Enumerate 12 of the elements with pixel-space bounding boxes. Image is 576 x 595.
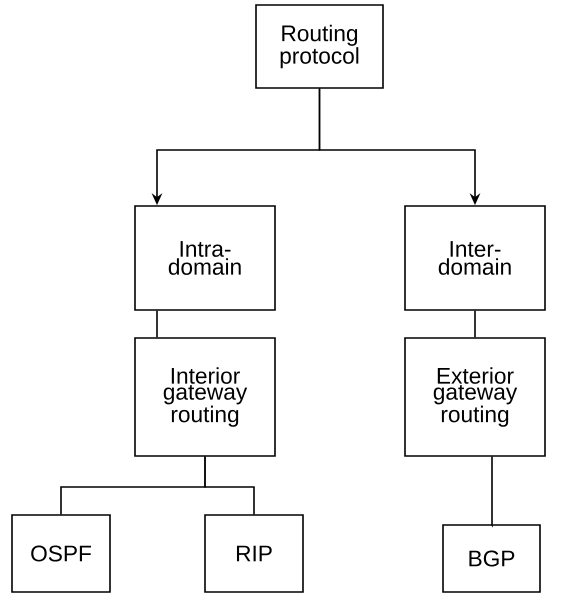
connector <box>204 456 255 514</box>
process-box: Interior gateway routing <box>134 337 276 457</box>
process-box: BGP <box>442 524 541 593</box>
process-box: OSPF <box>11 514 111 593</box>
process-box: Intra- domain <box>134 205 276 311</box>
process-box: Routing protocol <box>255 4 384 89</box>
process-box: Exterior gateway routing <box>404 337 546 457</box>
process-box: Inter- domain <box>404 205 546 311</box>
process-box: RIP <box>204 514 304 593</box>
connector <box>156 310 158 338</box>
connector <box>491 456 493 528</box>
connector <box>474 310 476 338</box>
